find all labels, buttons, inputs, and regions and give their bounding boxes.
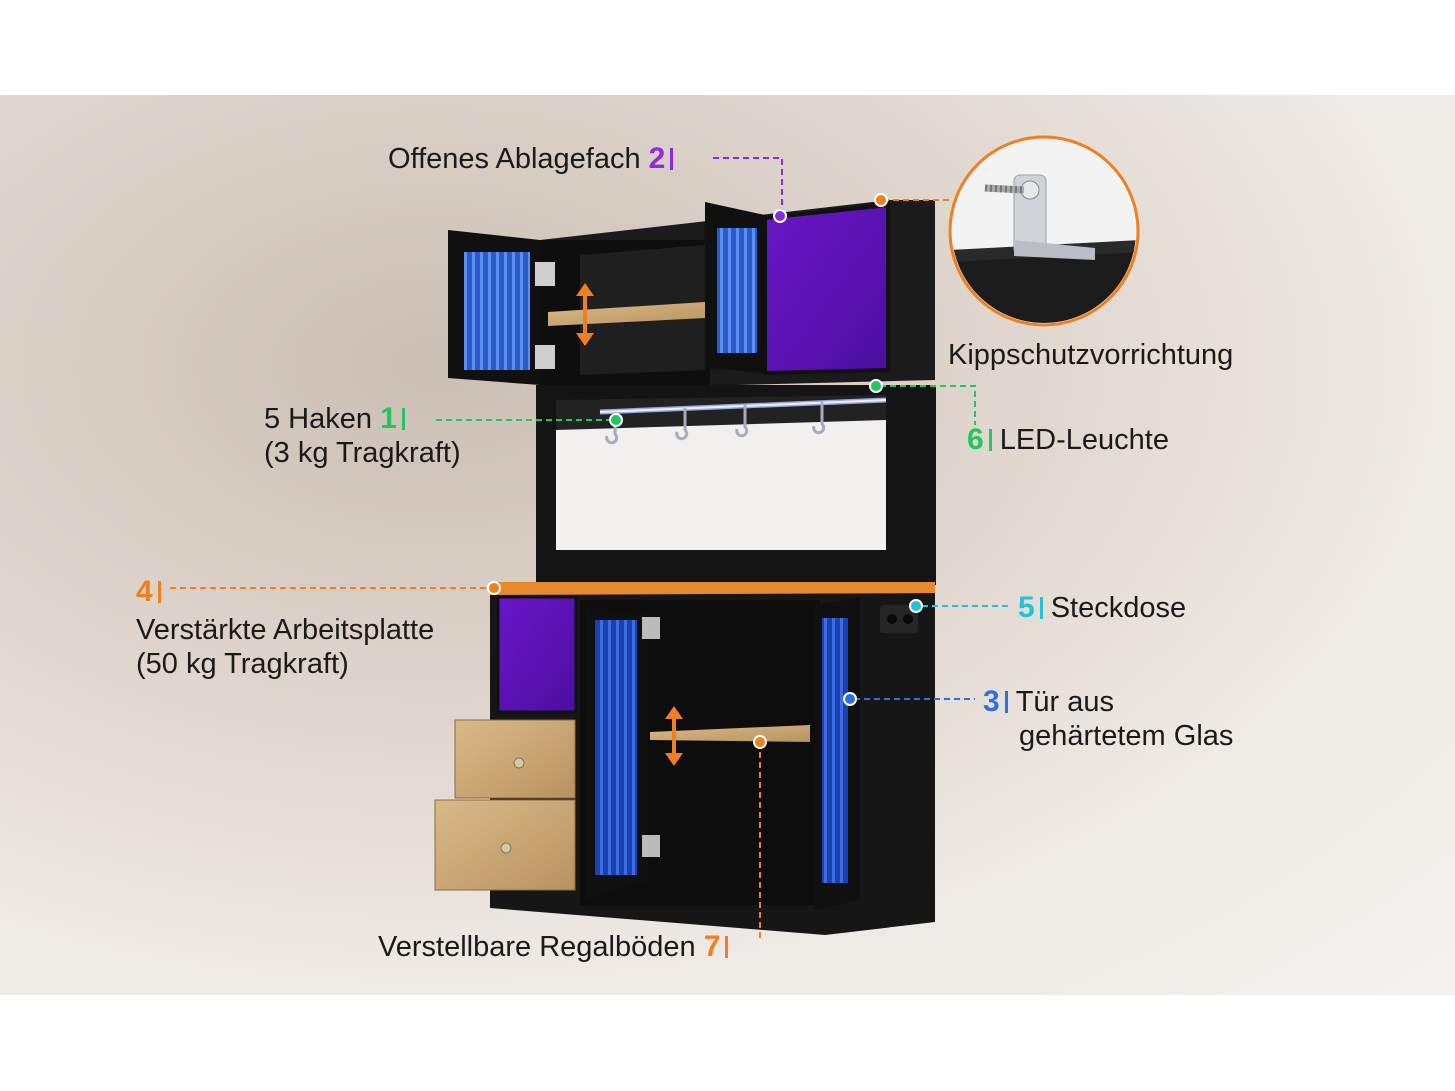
middle-section — [536, 385, 936, 585]
callout-3-bar — [1004, 691, 1008, 713]
lower-shelf — [650, 725, 810, 742]
upper-shelf — [548, 302, 705, 326]
worktop — [490, 582, 935, 595]
callout-3-number: 3 — [983, 685, 1000, 718]
callout-led: 6 LED-Leuchte — [967, 423, 1169, 457]
callout-open-shelf: Offenes Ablagefach 2 — [388, 142, 681, 176]
callout-shelves-text: Verstellbare Regalböden — [378, 931, 696, 963]
callout-worktop: 4 Verstärkte Arbeitsplatte (50 kg Tragkr… — [136, 575, 434, 681]
callout-1-number: 1 — [380, 402, 397, 435]
callout-hooks-line1: 5 Haken — [264, 403, 373, 435]
callout-socket: 5 Steckdose — [1018, 591, 1186, 625]
callout-glass-door-line2: gehärtetem Glas — [1019, 720, 1234, 752]
callout-4-number: 4 — [136, 575, 153, 608]
callout-7-bar — [725, 936, 729, 958]
leader-dots — [487, 193, 923, 749]
leader-lines — [170, 157, 1008, 940]
callout-7-number: 7 — [703, 930, 721, 963]
lower-left-door — [496, 595, 578, 714]
upper-hutch — [448, 200, 935, 390]
callout-anti-tip-text: Kippschutzvorrichtung — [948, 339, 1234, 371]
callout-worktop-line2: (50 kg Tragkraft) — [136, 648, 349, 680]
callout-anti-tip: Kippschutzvorrichtung — [948, 338, 1233, 372]
callout-1-bar — [401, 408, 405, 430]
cabinet-illustration — [170, 135, 1140, 940]
anti-tip-bracket-icon — [948, 135, 1140, 327]
callout-shelves: Verstellbare Regalböden 7 — [378, 930, 736, 964]
adjust-arrows-icon — [576, 283, 683, 766]
callout-6-number: 6 — [967, 423, 984, 456]
lower-cabinet — [434, 593, 935, 935]
callout-led-text: LED-Leuchte — [999, 424, 1169, 456]
callout-open-shelf-text: Offenes Ablagefach — [388, 143, 641, 175]
power-socket — [880, 605, 918, 633]
callout-worktop-line1: Verstärkte Arbeitsplatte — [136, 614, 435, 646]
callout-hooks: 5 Haken 1 (3 kg Tragkraft) — [264, 402, 461, 470]
callout-6-bar — [988, 429, 992, 451]
callout-2-bar — [670, 148, 674, 170]
product-scene: Offenes Ablagefach 2 Kippschutzvorrichtu… — [0, 95, 1455, 995]
callout-socket-text: Steckdose — [1050, 592, 1187, 624]
callout-5-number: 5 — [1018, 591, 1035, 624]
callout-4-bar — [157, 581, 161, 603]
upper-right-door — [763, 202, 890, 376]
callout-glass-door: 3 Tür aus gehärtetem Glas — [983, 685, 1233, 753]
callout-hooks-line2: (3 kg Tragkraft) — [264, 437, 461, 469]
drawer-upper — [454, 719, 576, 799]
callout-2-number: 2 — [648, 142, 666, 175]
callout-5-bar — [1039, 597, 1043, 619]
callout-glass-door-line1: Tür aus — [1015, 686, 1115, 718]
